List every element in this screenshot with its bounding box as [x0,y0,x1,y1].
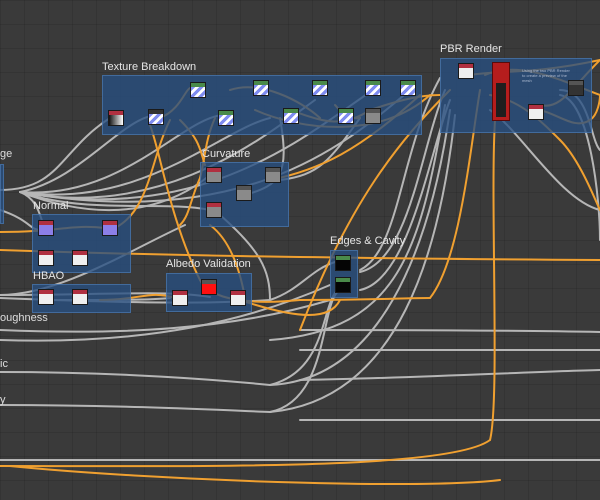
texture-node-4[interactable] [253,80,269,96]
frame-left-partial[interactable] [0,164,4,224]
texture-node-10[interactable] [400,80,416,96]
hbao-node-2[interactable] [72,289,88,305]
texture-node-6[interactable] [312,80,328,96]
side-label-age: ge [0,148,13,160]
albedo-node-3[interactable] [230,290,246,306]
edges-node-1[interactable] [335,255,351,271]
pbr-render-node[interactable] [492,62,510,121]
frame-title-albedo-validation: Albedo Validation [166,258,251,270]
curvature-node-3[interactable] [265,167,281,183]
texture-node-2[interactable] [190,82,206,98]
frame-title-edges-cavity: Edges & Cavity [330,235,406,247]
curvature-node-2[interactable] [236,185,252,201]
cavity-node-1[interactable] [335,277,351,293]
side-label-roughness: oughness [0,312,48,324]
texture-node-1[interactable] [148,109,164,125]
texture-node-5[interactable] [283,108,299,124]
texture-node-9[interactable] [365,108,381,124]
normal-node-1[interactable] [38,220,54,236]
texture-node-3[interactable] [218,110,234,126]
frame-title-curvature: Curvature [202,148,251,160]
hbao-node-1[interactable] [38,289,54,305]
frame-title-normal: Normal [33,200,69,212]
frame-title-pbr-render: PBR Render [440,43,502,55]
pbr-final-node[interactable] [568,80,584,96]
frame-title-hbao: HBAO [33,270,65,282]
pbr-input-node[interactable] [458,63,474,79]
normal-node-3[interactable] [38,250,54,266]
gradient-node[interactable] [108,110,124,126]
normal-node-2[interactable] [102,220,118,236]
normal-node-4[interactable] [72,250,88,266]
curvature-node-4[interactable] [206,202,222,218]
pbr-render-comment: Using the two PBR Render to create a pre… [522,68,570,83]
curvature-node-1[interactable] [206,167,222,183]
texture-node-7[interactable] [338,108,354,124]
pbr-output-node[interactable] [528,104,544,120]
albedo-node-1[interactable] [172,290,188,306]
side-label-metallic: ic [0,358,8,370]
frame-title-texture-breakdown: Texture Breakdown [102,61,197,73]
side-label-opacity: y [0,394,6,406]
texture-node-8[interactable] [365,80,381,96]
albedo-node-2[interactable] [201,279,217,295]
